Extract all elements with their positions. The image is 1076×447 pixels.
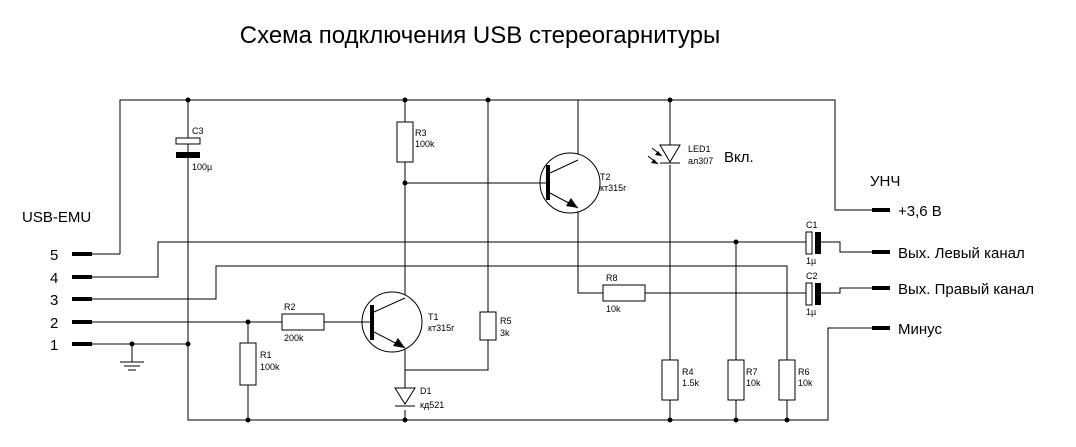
r3-value: 100k: [415, 139, 435, 149]
t1-value: кт315г: [428, 323, 455, 333]
resistor-r7: R7 10k: [727, 359, 761, 401]
r8-ref: R8: [606, 273, 618, 283]
led-led1: LED1 ал307 Вкл.: [647, 144, 754, 166]
amplifier-connector: УНЧ +3,6 В Вых. Левый канал Вых. Правый …: [870, 173, 1034, 338]
diagram-title: Схема подключения USB стереогарнитуры: [239, 22, 721, 49]
pin-3-label: 3: [50, 292, 58, 309]
t2-ref: T2: [600, 172, 611, 182]
c2-ref: C2: [806, 271, 818, 281]
r6-ref: R6: [798, 367, 810, 377]
resistor-r1: R1 100k: [239, 342, 280, 386]
capacitor-c3: C3 100µ: [175, 126, 212, 172]
ground-symbol: [120, 361, 144, 371]
amplifier-label: УНЧ: [870, 173, 900, 190]
capacitor-c2: C2 1µ: [805, 271, 821, 317]
output-left-label: Вых. Левый канал: [898, 245, 1025, 262]
r2-ref: R2: [284, 302, 296, 312]
output-minus-label: Минус: [898, 321, 942, 338]
led1-note: Вкл.: [724, 149, 754, 166]
t1-ref: T1: [428, 312, 439, 322]
c3-ref: C3: [192, 126, 204, 136]
r4-value: 1.5k: [682, 378, 700, 388]
pin-2-label: 2: [50, 315, 58, 332]
r2-value: 200k: [284, 333, 304, 343]
junction-dots: [129, 97, 790, 423]
led1-ref: LED1: [688, 144, 711, 154]
r1-ref: R1: [260, 350, 272, 360]
pin-5-label: 5: [50, 247, 58, 264]
resistor-r3: R3 100k: [396, 121, 435, 163]
r5-ref: R5: [500, 316, 512, 326]
transistor-t2: T2 кт315г: [539, 152, 627, 214]
wiring: [90, 99, 872, 421]
r6-value: 10k: [798, 378, 813, 388]
r7-ref: R7: [746, 367, 758, 377]
transistor-t1: T1 кт315г: [361, 291, 455, 353]
r5-value: 3k: [500, 328, 510, 338]
d1-ref: D1: [420, 386, 432, 396]
output-right-label: Вых. Правый канал: [898, 281, 1034, 298]
r4-ref: R4: [682, 367, 694, 377]
usb-emu-label: USB-EMU: [22, 209, 91, 226]
resistor-r5: R5 3k: [479, 311, 512, 341]
resistor-r2: R2 200k: [281, 302, 325, 343]
resistor-r6: R6 10k: [778, 359, 813, 401]
r7-value: 10k: [746, 378, 761, 388]
t2-value: кт315г: [600, 183, 627, 193]
resistor-r8: R8 10k: [602, 273, 646, 314]
r3-ref: R3: [415, 128, 427, 138]
resistor-r4: R4 1.5k: [661, 359, 700, 401]
pin-4-label: 4: [50, 270, 58, 287]
c2-value: 1µ: [806, 307, 816, 317]
capacitor-c1: C1 1µ: [805, 220, 821, 266]
c3-value: 100µ: [192, 162, 212, 172]
diode-d1: D1 кд521: [394, 386, 444, 410]
led1-value: ал307: [688, 156, 713, 166]
c1-ref: C1: [806, 220, 818, 230]
d1-value: кд521: [420, 400, 444, 410]
r8-value: 10k: [606, 304, 621, 314]
c1-value: 1µ: [806, 256, 816, 266]
usb-emu-connector: USB-EMU 5 4 3 2 1: [22, 209, 120, 354]
pin-1-label: 1: [50, 337, 58, 354]
r1-value: 100k: [260, 362, 280, 372]
output-plus-label: +3,6 В: [898, 203, 942, 220]
